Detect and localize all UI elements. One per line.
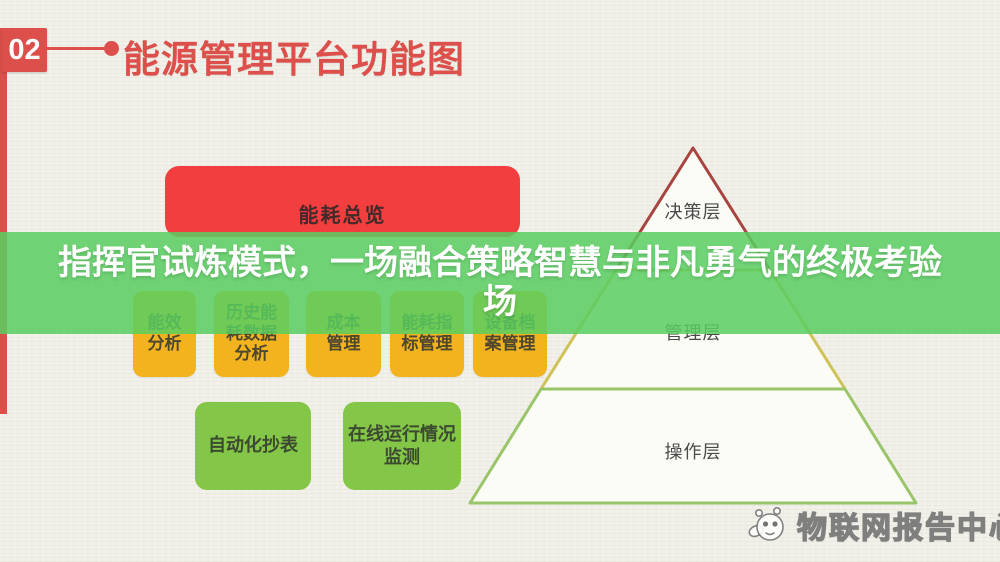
section-number-badge: 02 xyxy=(2,28,47,72)
sub-box-online-monitoring: 在线运行情况 监测 xyxy=(343,402,461,490)
banner-text-line1: 指挥官试炼模式，一场融合策略智慧与非凡勇气的终极考验 xyxy=(58,244,942,282)
header-bullet-dot xyxy=(104,41,119,56)
header-connector-line xyxy=(47,47,104,50)
overview-box: 能耗总览 xyxy=(165,166,520,237)
iot-logo-icon xyxy=(748,507,784,541)
pyramid-layer-operation xyxy=(468,387,918,505)
watermark: 物联网报告中心 xyxy=(744,501,1000,549)
page-title: 能源管理平台功能图 xyxy=(123,39,465,80)
watermark-text: 物联网报告中心 xyxy=(796,511,1000,545)
left-accent-ribbon xyxy=(0,28,7,414)
pyramid-label-operation: 操作层 xyxy=(664,442,722,462)
banner-text-line2: 场 xyxy=(483,283,517,321)
sub-box-auto-meter-reading: 自动化抄表 xyxy=(195,402,311,490)
pyramid-label-decision: 决策层 xyxy=(664,202,722,222)
overlay-banner: 指挥官试炼模式，一场融合策略智慧与非凡勇气的终极考验 场 xyxy=(0,232,1000,334)
